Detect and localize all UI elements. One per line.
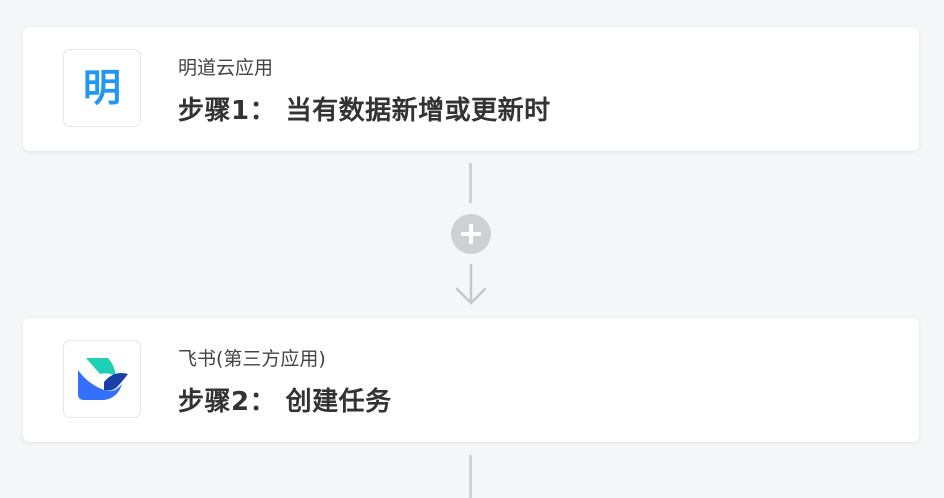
connector-line: [469, 455, 472, 498]
add-step-button[interactable]: [451, 214, 491, 254]
step-title: 步骤2： 创建任务: [178, 387, 392, 417]
step-title: 步骤1： 当有数据新增或更新时: [178, 96, 551, 126]
step-app-name: 飞书(第三方应用): [178, 348, 326, 370]
step-app-name: 明道云应用: [178, 57, 274, 79]
connector-line: [469, 163, 472, 203]
mingdao-logo-glyph: 明: [82, 66, 121, 110]
feishu-logo-icon: [63, 340, 141, 418]
mingdao-logo-icon: 明: [63, 49, 141, 127]
workflow-step-card-2[interactable]: 飞书(第三方应用) 步骤2： 创建任务: [23, 318, 919, 442]
feishu-logo-graphic: [78, 358, 128, 400]
arrow-down-icon: [455, 263, 487, 305]
workflow-step-card-1[interactable]: 明 明道云应用 步骤1： 当有数据新增或更新时: [23, 27, 919, 151]
